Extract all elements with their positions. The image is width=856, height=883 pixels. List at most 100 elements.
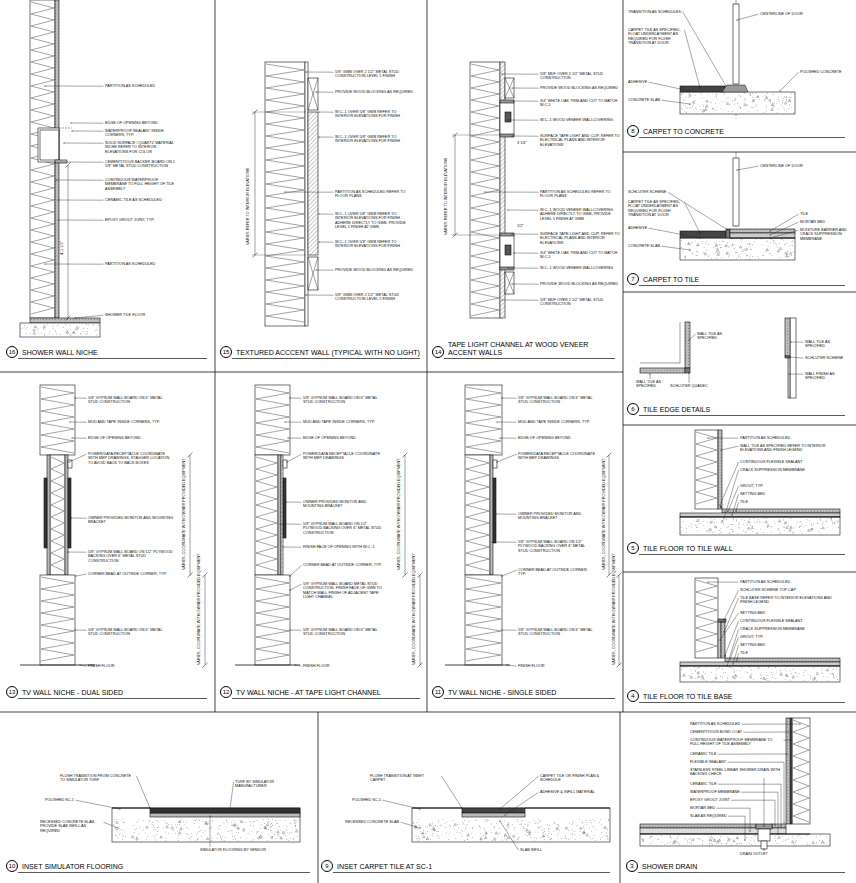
concrete-stipple (642, 840, 644, 842)
concrete-stipple (478, 825, 480, 827)
aggregate-mark (72, 331, 74, 333)
concrete-stipple (83, 327, 85, 329)
concrete-stipple (825, 836, 827, 838)
concrete-stipple (290, 838, 292, 840)
concrete-stipple (422, 833, 424, 835)
leader-line (137, 776, 151, 808)
setting-bed (680, 662, 840, 666)
concrete-stipple (713, 680, 715, 682)
concrete-stipple (710, 518, 712, 520)
concrete-stipple (795, 839, 797, 841)
concrete-stipple (711, 258, 713, 260)
concrete-stipple (430, 839, 432, 841)
callout-note: SHOWER TILE FLOOR (105, 313, 145, 317)
concrete-stipple (792, 533, 794, 535)
concrete-stipple (165, 840, 167, 842)
concrete-stipple (759, 528, 761, 530)
callout-note: MUD AND TAPE INSIDE CORNERS, TYP. (303, 420, 375, 424)
concrete-stipple (752, 92, 754, 94)
setting-bed (680, 513, 840, 517)
concrete-stipple (786, 110, 788, 112)
concrete-stipple (715, 252, 717, 254)
leader-dot (79, 664, 80, 665)
leader-line (683, 12, 726, 86)
concrete-stipple (583, 828, 585, 830)
concrete-stipple (527, 824, 529, 826)
concrete-stipple (776, 112, 778, 114)
aggregate-mark (504, 833, 506, 835)
concrete-stipple (211, 840, 213, 842)
concrete-stipple (475, 819, 477, 821)
aggregate-mark (715, 244, 717, 246)
concrete-stipple (743, 530, 745, 532)
leader-line (319, 112, 334, 113)
concrete-stipple (495, 823, 497, 825)
concrete-stipple (676, 842, 678, 844)
concrete-stipple (784, 96, 786, 98)
monitor (283, 478, 286, 538)
callout-note: EPOXY GROUT JOINT, TYP. (105, 218, 154, 222)
leader-dot (289, 397, 290, 398)
concrete-slab (680, 238, 795, 260)
concrete-stipple (695, 525, 697, 527)
concrete-stipple (759, 521, 761, 523)
concrete-stipple (524, 833, 526, 835)
concrete-stipple (820, 520, 822, 522)
leader-line (728, 816, 745, 840)
textured-wallcovering (308, 112, 318, 255)
aggregate-mark (792, 675, 794, 677)
concrete-stipple (77, 328, 79, 330)
concrete-stipple (697, 523, 699, 525)
leader-line (744, 732, 791, 733)
concrete-stipple (794, 671, 796, 673)
concrete-stipple (814, 678, 816, 680)
concrete-stipple (142, 820, 144, 822)
leader-line (502, 300, 539, 301)
concrete-stipple (461, 836, 463, 838)
aggregate-mark (454, 824, 456, 826)
dimension-text: VARIES REFER TO INTERIOR ELEVATIONS (246, 168, 250, 245)
concrete-stipple (115, 819, 117, 821)
leader-line (764, 778, 765, 826)
schluter-trim (726, 229, 730, 238)
concrete-stipple (177, 823, 179, 825)
concrete-stipple (729, 667, 731, 669)
leader-dot (67, 551, 68, 552)
concrete-stipple (695, 107, 697, 109)
concrete-stipple (269, 823, 271, 825)
title-underline (333, 872, 610, 873)
concrete-stipple (219, 833, 221, 835)
concrete-stipple (730, 529, 732, 531)
concrete-stipple (543, 835, 545, 837)
concrete-stipple (788, 97, 790, 99)
concrete-stipple (744, 93, 746, 95)
concrete-stipple (732, 529, 734, 531)
batt-insulation (51, 457, 64, 571)
concrete-stipple (739, 842, 741, 844)
concrete-stipple (816, 836, 818, 838)
concrete-stipple (688, 675, 690, 677)
door-leaf (733, 4, 739, 84)
concrete-stipple (766, 518, 768, 520)
aggregate-mark (826, 669, 828, 671)
leader-line (75, 630, 87, 631)
concrete-stipple (486, 832, 488, 834)
concrete-stipple (466, 825, 468, 827)
concrete-stipple (482, 835, 484, 837)
wood-blocking (308, 257, 318, 290)
concrete-stipple (754, 238, 756, 240)
concrete-stipple (777, 247, 779, 249)
concrete-stipple (729, 532, 731, 534)
concrete-stipple (821, 673, 823, 675)
concrete-stipple (782, 102, 784, 104)
concrete-stipple (66, 329, 68, 331)
concrete-stipple (237, 823, 239, 825)
concrete-stipple (836, 676, 838, 678)
floor-tile (640, 824, 756, 828)
concrete-stipple (729, 98, 731, 100)
callout-note: EDGE OF OPENING BEYOND (105, 121, 158, 125)
concrete-stipple (276, 838, 278, 840)
callout-note: GROUT, TYP. (740, 484, 763, 488)
concrete-stipple (771, 526, 773, 528)
concrete-stipple (732, 100, 734, 102)
